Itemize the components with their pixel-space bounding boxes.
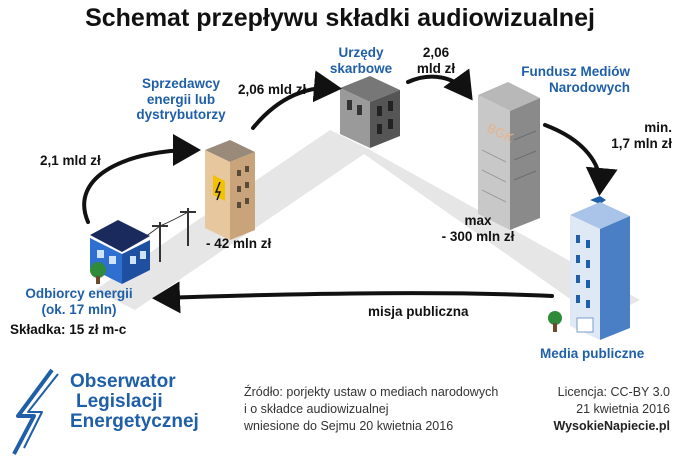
tv-tower-building-icon [548, 196, 630, 340]
sprzedawcy-label-line: dystrybutorzy [136, 107, 226, 123]
odbiorcy-label-line: (ok. 17 mln) [41, 301, 117, 317]
odbiorcy-label: Odbiorcy energii (ok. 17 mln) [10, 286, 148, 317]
page-title: Schemat przepływu składki audiowizualnej [85, 4, 595, 32]
media-label: Media publiczne [540, 346, 645, 361]
source-line: i o składce audiowizualnej [244, 401, 389, 416]
site-link[interactable]: WysokieNapiecie.pl [553, 418, 671, 433]
road-right [330, 130, 640, 320]
sprzedawcy-label-line: Sprzedawcy [141, 76, 221, 91]
power-company-building-icon [205, 140, 255, 240]
flow-label-sprzedawcy-urzedy: 2,06 mld zł [238, 82, 307, 97]
source-line: Źródło: porjekty ustaw o mediach narodow… [244, 385, 499, 399]
retained-sprzedawcy: - 42 mln zł [206, 236, 272, 251]
arrow-odbiorcy-to-sprzedawcy [82, 134, 201, 224]
license-note: Licencja: CC-BY 3.0 21 kwietnia 2016 Wys… [520, 384, 671, 435]
arrow-media-to-odbiorcy [152, 281, 554, 314]
retained-line: - 300 mln zł [441, 228, 515, 244]
logo-line: Energetycznej [70, 411, 199, 432]
fundusz-label-line: Narodowych [548, 79, 630, 95]
arrow-urzedy-to-fundusz [406, 68, 473, 101]
flow-label-line: 1,7 mln zł [611, 135, 672, 151]
logo-line: Obserwator [70, 371, 176, 392]
retained-fundusz: max - 300 mln zł [432, 213, 524, 244]
retained-line: max [464, 213, 492, 228]
lightning-logo-icon [12, 368, 59, 455]
arrow-fundusz-to-media [543, 123, 618, 196]
fundusz-label-line: Fundusz Mediów [521, 64, 630, 79]
flow-label-line: 2,06 [422, 45, 450, 60]
urzedy-label-line: skarbowe [329, 60, 393, 76]
fundusz-label: Fundusz Mediów Narodowych [490, 64, 630, 95]
bgk-building-icon: BGK [478, 82, 540, 230]
urzedy-label: Urzędy skarbowe [322, 45, 400, 76]
license-line: 21 kwietnia 2016 [576, 401, 670, 416]
odbiorcy-label-line: Odbiorcy energii [25, 286, 133, 301]
flow-label-fundusz-media: min. 1,7 mln zł [586, 120, 672, 151]
sprzedawcy-label-line: energii lub [146, 91, 216, 107]
logo-line: Legislacji [76, 391, 163, 412]
license-line: Licencja: CC-BY 3.0 [557, 385, 670, 399]
flow-label-line: mld zł [416, 60, 456, 76]
sprzedawcy-label: Sprzedawcy energii lub dystrybutorzy [122, 76, 240, 123]
flow-label-line: min. [644, 120, 672, 135]
house-icon [90, 220, 150, 284]
flow-label-urzedy-fundusz: 2,06 mld zł [410, 45, 462, 76]
arrow-sprzedawcy-to-urzedy [251, 70, 342, 130]
odbiorcy-fee-note: Składka: 15 zł m-c [10, 322, 127, 337]
logo-text: Obserwator Legislacji Energetycznej [70, 372, 199, 432]
source-line: wniesione do Sejmu 20 kwietnia 2016 [244, 418, 454, 433]
flow-label-media-odbiorcy: misja publiczna [368, 304, 469, 319]
source-note: Źródło: porjekty ustaw o mediach narodow… [244, 384, 498, 435]
urzedy-label-line: Urzędy [338, 45, 384, 60]
tax-office-building-icon [340, 76, 400, 148]
flow-label-odbiorcy-sprzedawcy: 2,1 mld zł [40, 153, 101, 168]
